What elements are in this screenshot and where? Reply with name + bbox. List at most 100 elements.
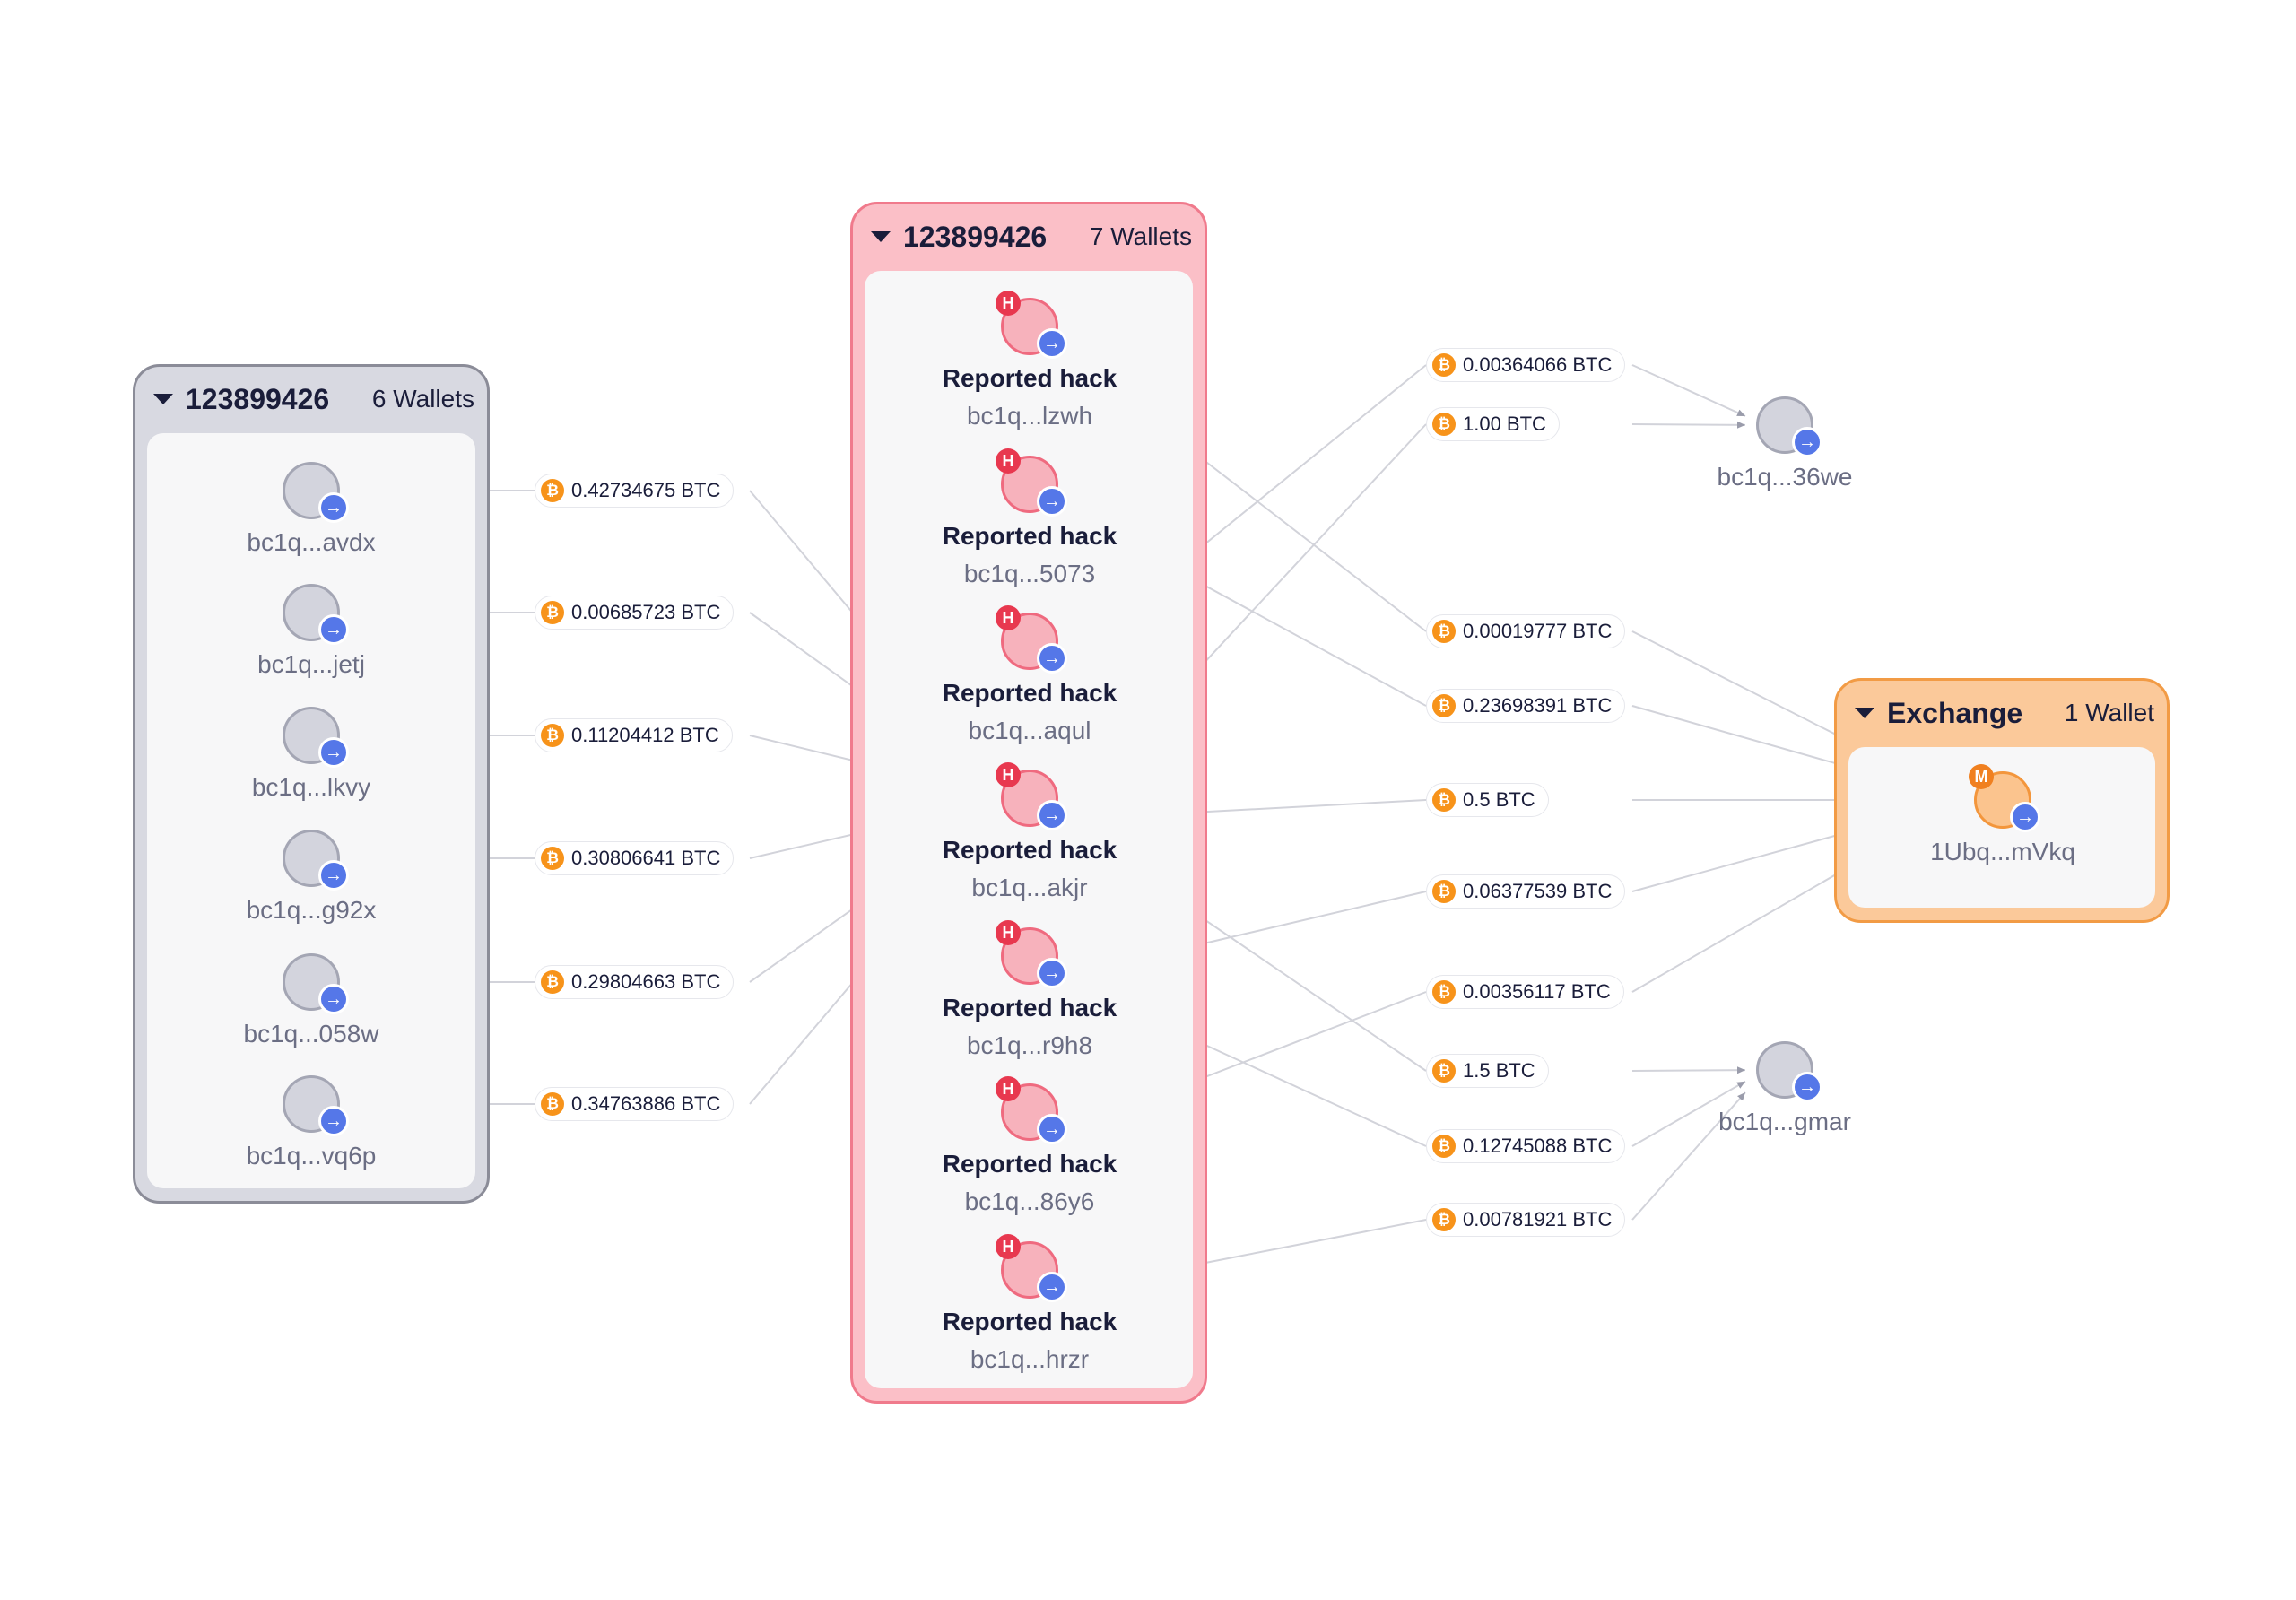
source-cluster: 123899426 6 Wallets bbox=[133, 364, 490, 1204]
bitcoin-icon: ₿ bbox=[1432, 1208, 1456, 1231]
hack-wallet-node[interactable]: → H Reported hack bc1q...86y6 bbox=[913, 1076, 1146, 1215]
wallet-node[interactable]: → bc1q...gmar bbox=[1668, 1041, 1901, 1135]
amount-pill[interactable]: ₿0.29804663 BTC bbox=[535, 965, 735, 999]
amount-pill[interactable]: ₿0.00356117 BTC bbox=[1426, 975, 1624, 1009]
bitcoin-icon: ₿ bbox=[1432, 353, 1456, 377]
hack-badge-icon: H bbox=[996, 291, 1021, 316]
wallet-tag: Reported hack bbox=[942, 1308, 1118, 1335]
wallet-circle[interactable] bbox=[283, 1075, 340, 1133]
outflow-edge bbox=[1631, 1080, 1746, 1147]
amount-pill[interactable]: ₿ 1.5 BTC bbox=[1426, 1054, 1549, 1088]
caret-down-icon[interactable] bbox=[871, 231, 891, 242]
arrow-right-icon[interactable]: → bbox=[318, 614, 349, 645]
amount-pill[interactable]: ₿0.12745088 BTC bbox=[1426, 1129, 1626, 1163]
exchange-badge-icon: M bbox=[1969, 764, 1994, 789]
amount-pill[interactable]: ₿0.00685723 BTC bbox=[535, 596, 735, 630]
amount-text: 1.5 BTC bbox=[1463, 1059, 1535, 1082]
arrow-right-icon[interactable]: → bbox=[318, 737, 349, 768]
wallet-address: bc1q...36we bbox=[1717, 463, 1853, 491]
arrow-right-icon[interactable]: → bbox=[1037, 958, 1067, 988]
arrow-right-icon[interactable]: → bbox=[318, 860, 349, 891]
wallet-address: bc1q...lzwh bbox=[966, 402, 1093, 430]
amount-pill[interactable]: ₿ 0.06377539 BTC bbox=[1426, 874, 1626, 909]
hack-badge-icon: H bbox=[996, 605, 1021, 630]
wallet-address: bc1q...86y6 bbox=[964, 1187, 1095, 1215]
arrow-right-icon[interactable]: → bbox=[1037, 1272, 1067, 1302]
wallet-node[interactable]: →bc1q...vq6p bbox=[195, 1075, 428, 1170]
amount-text: 0.11204412 BTC bbox=[571, 724, 719, 746]
arrow-right-icon[interactable]: → bbox=[1037, 328, 1067, 359]
caret-down-icon[interactable] bbox=[153, 394, 173, 404]
bitcoin-icon: ₿ bbox=[1432, 880, 1456, 903]
source-cluster-name: 123899426 bbox=[186, 383, 330, 415]
amount-text: 0.29804663 BTC bbox=[571, 970, 721, 993]
wallet-node[interactable]: →bc1q...g92x bbox=[195, 830, 428, 924]
arrow-right-icon[interactable]: → bbox=[318, 984, 349, 1014]
bitcoin-icon: ₿ bbox=[541, 724, 564, 747]
exchange-cluster-header[interactable]: Exchange 1 Wallet bbox=[1837, 681, 2167, 745]
amount-pill[interactable]: ₿1.00 BTC bbox=[1426, 407, 1560, 441]
wallet-tag: Reported hack bbox=[942, 364, 1118, 392]
caret-down-icon[interactable] bbox=[1855, 708, 1874, 718]
source-cluster-header[interactable]: 123899426 6 Wallets bbox=[135, 367, 487, 431]
wallet-address: bc1q...5073 bbox=[963, 560, 1096, 587]
amount-text: 0.12745088 BTC bbox=[1463, 1135, 1613, 1157]
hack-badge-icon: H bbox=[996, 1234, 1021, 1259]
source-cluster-body bbox=[147, 433, 475, 1188]
arrow-right-icon[interactable]: → bbox=[1792, 1072, 1822, 1102]
outflow-edge bbox=[1631, 1091, 1746, 1221]
amount-text: 0.06377539 BTC bbox=[1463, 880, 1613, 902]
amount-pill[interactable]: ₿ 0.11204412 BTC bbox=[535, 718, 733, 752]
wallet-address: 1Ubq...mVkq bbox=[1930, 838, 2075, 865]
amount-pill[interactable]: ₿0.34763886 BTC bbox=[535, 1087, 735, 1121]
wallet-node[interactable]: →bc1q...lkvy bbox=[195, 707, 428, 801]
amount-pill[interactable]: ₿0.5 BTC bbox=[1426, 783, 1549, 817]
wallet-node[interactable]: →bc1q...058w bbox=[195, 953, 428, 1048]
arrow-right-icon[interactable]: → bbox=[2010, 802, 2040, 832]
exchange-wallet-node[interactable]: → M 1Ubq...mVkq bbox=[1886, 764, 2119, 865]
arrow-right-icon[interactable]: → bbox=[318, 492, 349, 523]
bitcoin-icon: ₿ bbox=[541, 1092, 564, 1116]
wallet-address: bc1q...hrzr bbox=[970, 1345, 1090, 1373]
bitcoin-icon: ₿ bbox=[1432, 694, 1456, 717]
hack-cluster-count: 7 Wallets bbox=[1089, 222, 1192, 250]
hack-badge-icon: H bbox=[996, 1076, 1021, 1101]
amount-text: 0.00685723 BTC bbox=[571, 601, 721, 623]
hack-wallet-node[interactable]: → H Reported hack bc1q...lzwh bbox=[913, 291, 1146, 430]
amount-text: 0.5 BTC bbox=[1463, 788, 1535, 811]
bitcoin-icon: ₿ bbox=[1432, 620, 1456, 643]
wallet-node[interactable]: →bc1q...avdx bbox=[195, 462, 428, 556]
wallet-node[interactable]: → bc1q...36we bbox=[1668, 396, 1901, 491]
wallet-address: bc1q...gmar bbox=[1718, 1108, 1851, 1135]
amount-pill[interactable]: ₿0.42734675 BTC bbox=[535, 474, 735, 508]
amount-text: 0.00781921 BTC bbox=[1463, 1208, 1613, 1230]
source-cluster-count: 6 Wallets bbox=[371, 385, 474, 413]
arrow-right-icon[interactable]: → bbox=[1037, 800, 1067, 830]
wallet-node[interactable]: →bc1q...jetj bbox=[195, 584, 428, 678]
amount-text: 0.23698391 BTC bbox=[1463, 694, 1613, 717]
bitcoin-icon: ₿ bbox=[1432, 1059, 1456, 1083]
amount-pill[interactable]: ₿ 0.23698391 BTC bbox=[1426, 689, 1626, 723]
hack-badge-icon: H bbox=[996, 920, 1021, 945]
wallet-tag: Reported hack bbox=[942, 1150, 1118, 1178]
hack-badge-icon: H bbox=[996, 762, 1021, 787]
amount-pill[interactable]: ₿ 0.00781921 BTC bbox=[1426, 1203, 1626, 1237]
wallet-address: bc1q...r9h8 bbox=[966, 1031, 1093, 1059]
arrow-right-icon[interactable]: → bbox=[1037, 1114, 1067, 1144]
amount-pill[interactable]: ₿0.30806641 BTC bbox=[535, 841, 735, 875]
hack-wallet-node[interactable]: → H Reported hack bc1q...hrzr bbox=[913, 1234, 1146, 1373]
exchange-cluster-count: 1 Wallet bbox=[2064, 699, 2154, 726]
amount-pill[interactable]: ₿0.00019777 BTC bbox=[1426, 614, 1626, 648]
outflow-edge bbox=[1631, 1066, 1746, 1074]
hack-cluster-header[interactable]: 123899426 7 Wallets bbox=[853, 204, 1205, 269]
arrow-right-icon[interactable]: → bbox=[1037, 643, 1067, 674]
bitcoin-icon: ₿ bbox=[1432, 980, 1456, 1004]
amount-pill[interactable]: ₿0.00364066 BTC bbox=[1426, 348, 1626, 382]
arrow-right-icon[interactable]: → bbox=[318, 1106, 349, 1136]
arrow-right-icon[interactable]: → bbox=[1792, 427, 1822, 457]
arrow-right-icon[interactable]: → bbox=[1037, 486, 1067, 517]
